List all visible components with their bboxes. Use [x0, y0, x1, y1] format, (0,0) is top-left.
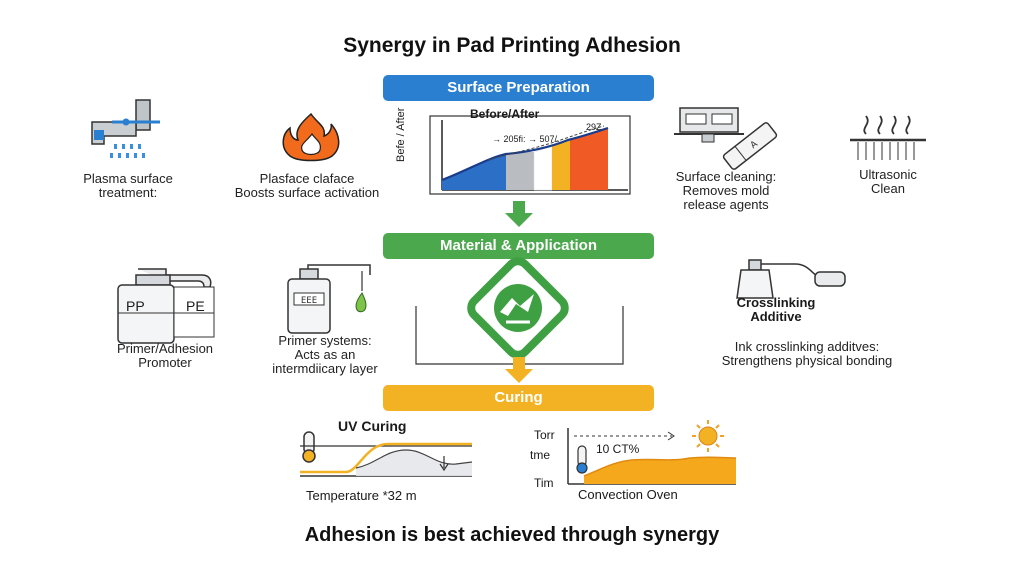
flame-label-line2: Boosts surface activation	[234, 185, 380, 200]
primer-label-line1: Primer/Adhesion	[116, 341, 214, 356]
oven-ytop-label: Torr	[534, 428, 555, 442]
curing-banner: Curing	[383, 385, 654, 411]
before-after-chart	[429, 115, 631, 195]
page-title: Synergy in Pad Printing Adhesion	[343, 34, 681, 57]
primer-systems-label-line2: Acts as an	[294, 347, 356, 362]
ultrasonic-label-line1: Ultrasonic	[859, 167, 917, 182]
surface-preparation-banner: Surface Preparation	[383, 75, 654, 101]
crosslink-label: Ink crosslinking additves: Strengthens p…	[672, 340, 942, 368]
chart-ylabel: Befe / After	[395, 107, 407, 162]
primer-systems-label-line1: Primer systems:	[278, 333, 372, 348]
chart-annotation-2: → 507/.	[528, 134, 560, 144]
plasma-label-line1: Plasma surface	[83, 171, 173, 186]
flame-label-line1: Plasface claface	[259, 171, 355, 186]
primer-label-line2: Promoter	[138, 355, 192, 370]
primer-bottle-icon	[117, 268, 215, 344]
chart-annotation-1: → 205fi:	[492, 134, 526, 144]
oven-ymid-label: tme	[530, 448, 551, 462]
primer-label: Primer/Adhesion Promoter	[90, 342, 240, 370]
primer-systems-label: Primer systems: Acts as an intermdiicary…	[240, 334, 410, 376]
down-arrow-orange-icon	[505, 357, 533, 383]
pe-tag: PE	[186, 298, 205, 314]
footer-tagline: Adhesion is best achieved through synerg…	[304, 524, 720, 546]
plasma-label: Plasma surface treatment:	[58, 172, 198, 200]
cleaning-label-line3: release agents	[683, 197, 769, 212]
ultrasonic-label-line2: Clean	[871, 181, 905, 196]
chart-annotation-3: 29Z	[586, 122, 602, 132]
primer-dropper-icon: EEE	[287, 264, 371, 334]
synergy-logo-icon	[415, 257, 624, 365]
material-application-banner: Material & Application	[383, 233, 654, 259]
plasma-nozzle-icon	[91, 99, 160, 158]
svg-text:A: A	[749, 139, 761, 151]
crosslink-tag-line1: Crosslinking	[736, 295, 816, 310]
cleaning-label: Surface cleaning: Removes mold release a…	[656, 170, 796, 212]
primer-systems-label-line3: intermdiicary layer	[272, 361, 378, 376]
down-arrow-green-icon	[505, 201, 533, 227]
ultrasonic-label: Ultrasonic Clean	[828, 168, 948, 196]
crosslink-label-line2: Strengthens physical bonding	[721, 353, 893, 368]
ultrasonic-bath-icon	[850, 115, 926, 160]
cleaning-device-icon: A	[674, 107, 778, 170]
cleaning-label-line1: Surface cleaning:	[675, 169, 777, 184]
cleaning-label-line2: Removes mold	[682, 183, 770, 198]
crosslink-tag: Crosslinking Additive	[716, 296, 836, 324]
crosslink-tag-line2: Additive	[750, 309, 802, 324]
pp-tag: PP	[126, 298, 145, 314]
uv-curing-chart	[300, 431, 473, 477]
flame-icon	[282, 112, 340, 162]
crosslink-label-line1: Ink crosslinking additves:	[734, 339, 880, 354]
plasma-label-line2: treatment:	[98, 185, 158, 200]
uv-caption: Temperature *32 m	[306, 488, 417, 503]
oven-ybot-label: Tim	[534, 476, 554, 490]
flame-label: Plasface claface Boosts surface activati…	[198, 172, 416, 200]
crosslink-bottle-icon	[736, 259, 846, 299]
uv-curing-title: UV Curing	[338, 418, 407, 434]
oven-caption: Convection Oven	[578, 487, 678, 502]
svg-text:EEE: EEE	[301, 296, 317, 306]
convection-oven-chart	[567, 420, 737, 485]
chart-title: Before/After	[470, 107, 540, 121]
oven-value-label: 10 CT%	[596, 442, 640, 456]
